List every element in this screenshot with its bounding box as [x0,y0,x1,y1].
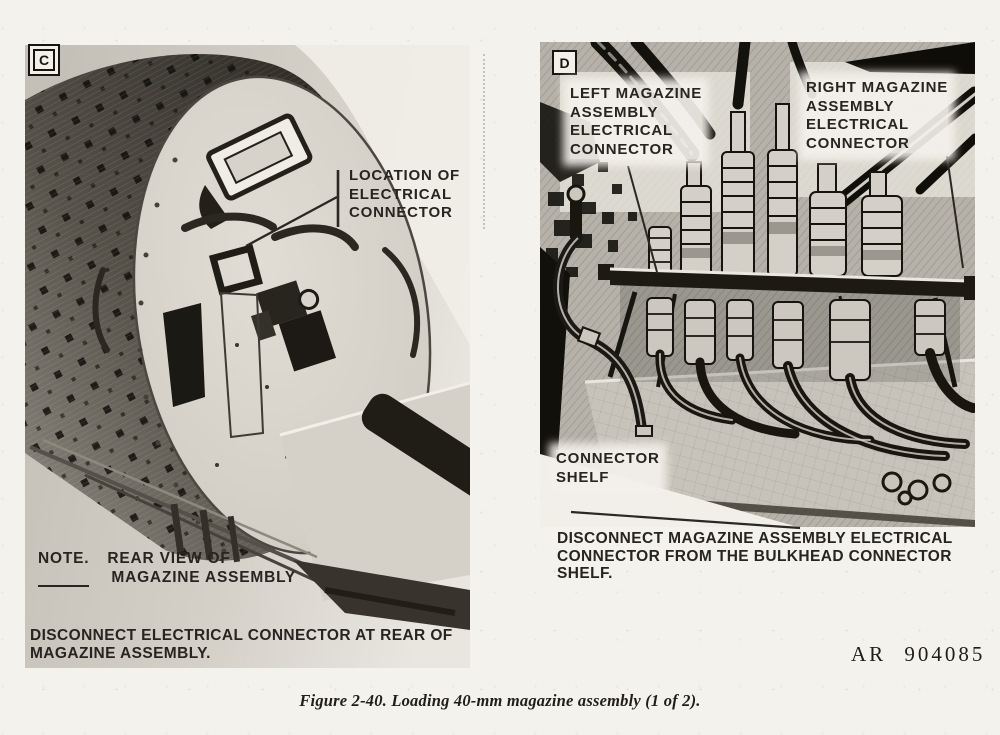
callout-line: LOCATION OF [349,167,461,184]
figure-caption: Figure 2-40. Loading 40-mm magazine asse… [299,691,701,710]
label-line: ELECTRICAL [806,116,909,133]
label-line: SHELF [556,468,610,486]
panel-d-tag: D [552,50,577,75]
note-block: NOTE. REAR VIEW OF MAGAZINE ASSEMBLY [38,549,296,587]
note-line: REAR VIEW OF [107,550,231,567]
label-line: CONNECTOR [556,450,660,467]
label-right-magazine-connector: RIGHT MAGAZINE ASSEMBLY ELECTRICAL CONNE… [806,79,949,153]
note-spacer [89,549,107,587]
instruction-line: CONNECTOR FROM THE BULKHEAD CONNECTOR [557,547,952,565]
panel-divider-line [483,54,485,229]
figure-reference-number: AR 904085 [851,642,986,666]
label-left-magazine-connector: LEFT MAGAZINE ASSEMBLY ELECTRICAL CONNEC… [570,85,703,159]
callout-electrical-connector-location: LOCATION OF ELECTRICAL CONNECTOR [349,167,460,223]
instruction-line: DISCONNECT ELECTRICAL CONNECTOR AT REAR … [30,627,453,644]
label-connector-shelf: CONNECTOR SHELF [556,450,660,487]
callout-line: ELECTRICAL [349,185,452,203]
label-line: CONNECTOR [570,140,674,158]
instruction-line: DISCONNECT MAGAZINE ASSEMBLY ELECTRICAL [557,530,953,547]
label-line: LEFT MAGAZINE [570,85,703,102]
callout-line: CONNECTOR [349,204,453,221]
label-line: CONNECTOR [806,134,910,152]
label-line: ASSEMBLY [806,97,895,115]
panel-c-instruction: DISCONNECT ELECTRICAL CONNECTOR AT REAR … [30,627,453,662]
panel-c-tag-letter: C [33,49,55,71]
label-line: ASSEMBLY [570,103,659,121]
note-label: NOTE. [38,549,90,587]
label-line: ELECTRICAL [570,122,673,139]
instruction-line: MAGAZINE ASSEMBLY. [30,644,211,662]
label-line: RIGHT MAGAZINE [806,79,949,96]
panel-d-instruction: DISCONNECT MAGAZINE ASSEMBLY ELECTRICAL … [557,530,953,583]
panel-c-tag: C [28,44,60,76]
note-line: MAGAZINE ASSEMBLY [111,569,297,586]
note-text: REAR VIEW OF MAGAZINE ASSEMBLY [107,549,296,587]
connector [648,226,672,276]
instruction-line: SHELF. [557,565,613,582]
